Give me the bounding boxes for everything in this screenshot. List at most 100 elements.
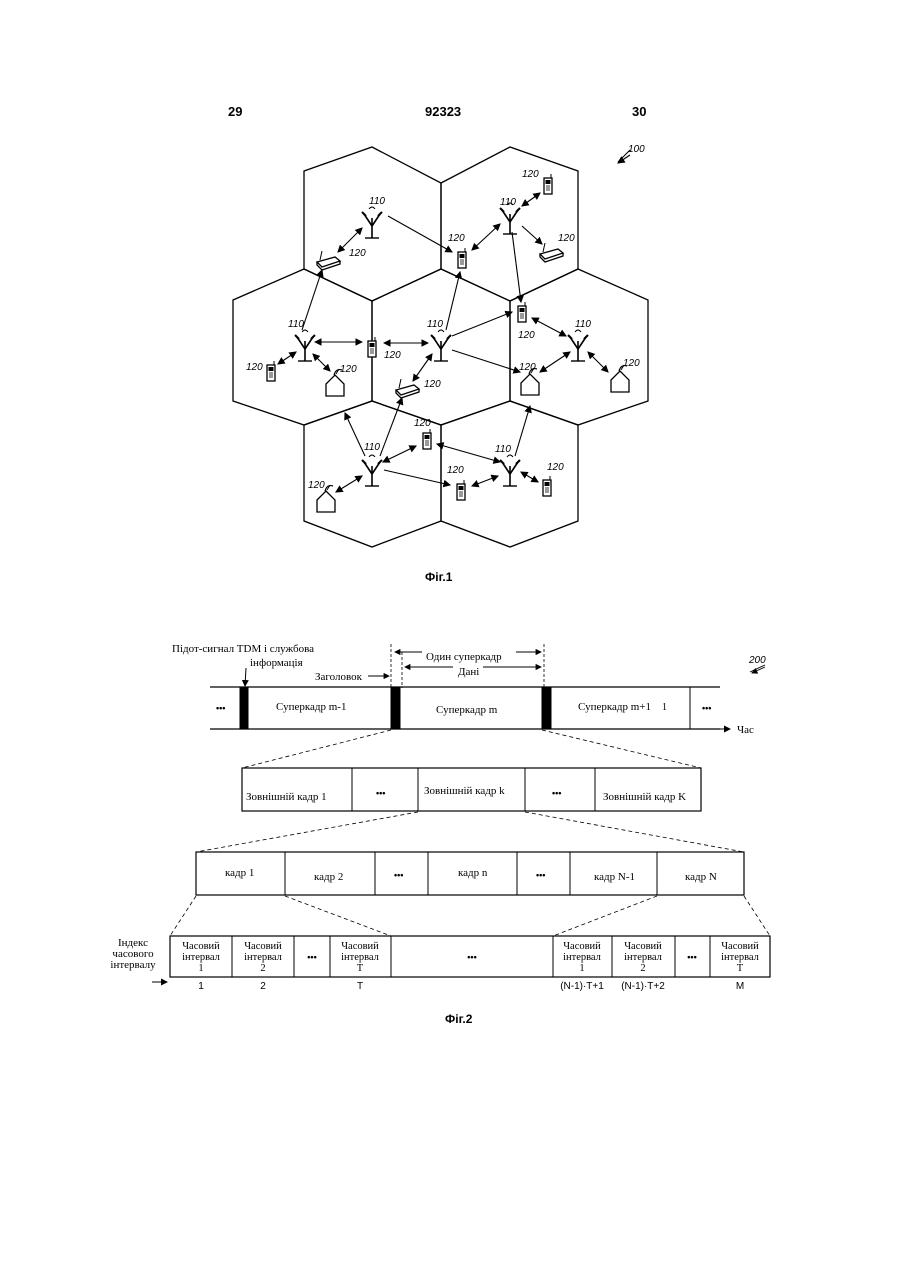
ellipsis: ••• (467, 952, 476, 962)
base-station-110-g (500, 455, 520, 486)
phone-icon (267, 361, 275, 381)
outer-frame-k: Зовнішній кадр k (424, 785, 505, 797)
ref-terminal: 120 (519, 362, 536, 373)
superframe-marker: 1 (662, 702, 667, 713)
slot-number: 1 (198, 963, 203, 974)
ref-terminal: 120 (424, 379, 441, 390)
frame-2: кадр 2 (314, 871, 343, 883)
slot-word1: Часовий (721, 941, 759, 952)
ref-terminal: 120 (340, 364, 357, 375)
ref-terminal: 120 (414, 418, 431, 429)
slot-index: (N-1)·T+2 (621, 981, 665, 992)
ellipsis: ••• (216, 703, 225, 713)
frame-n: кадр n (458, 867, 488, 879)
ref-terminal: 120 (522, 169, 539, 180)
ref-terminal: 120 (308, 480, 325, 491)
ref-terminal: 120 (518, 330, 535, 341)
slot-word1: Часовий (182, 941, 220, 952)
phone-icon (518, 302, 526, 322)
label-one-superframe: Один суперкадр (426, 651, 502, 663)
label-pilot-line2: інформація (250, 657, 303, 669)
frame-N: кадр N (685, 871, 717, 883)
house-icon (611, 365, 629, 392)
label-data: Дані (458, 666, 479, 678)
label-time: Час (737, 724, 754, 736)
figure-1-cellular-network: 100 110 110 110 110 110 110 110 120 120 … (233, 144, 648, 584)
pilot-block (542, 687, 551, 729)
superframe-m: Суперкадр m (436, 704, 498, 716)
ellipsis: ••• (394, 870, 403, 880)
base-station-110-f (362, 455, 382, 486)
phone-icon (458, 248, 466, 268)
ellipsis: ••• (552, 788, 561, 798)
figure-1-caption: Фіг.1 (425, 570, 453, 584)
slot-word2: інтервал (182, 952, 220, 963)
slot-word1: Часовий (624, 941, 662, 952)
ref-frame-structure: 200 (748, 655, 766, 666)
slot-word1: Часовий (341, 941, 379, 952)
pilot-block (240, 687, 248, 729)
ellipsis: ••• (536, 870, 545, 880)
slot-number: 2 (640, 963, 645, 974)
car-icon (317, 251, 340, 270)
ref-base-station: 110 (364, 442, 380, 453)
ref-terminal: 120 (558, 233, 575, 244)
base-station-110-c (295, 330, 315, 361)
ref-network: 100 (628, 144, 645, 155)
ref-terminal: 120 (623, 358, 640, 369)
slot-word2: інтервал (563, 952, 601, 963)
slot-index-label-3: інтервалу (110, 959, 156, 971)
car-icon (540, 243, 563, 262)
outer-frame-1: Зовнішній кадр 1 (246, 791, 327, 803)
ellipsis: ••• (687, 952, 696, 962)
outer-frame-K: Зовнішній кадр K (603, 791, 686, 803)
slot-index: M (736, 981, 744, 992)
slot-number: 2 (260, 963, 265, 974)
ref-base-station: 110 (288, 319, 304, 330)
phone-icon (543, 476, 551, 496)
figure-2-caption: Фіг.2 (445, 1012, 473, 1026)
pilot-block (391, 687, 400, 729)
slot-word2: інтервал (244, 952, 282, 963)
ref-terminal: 120 (349, 248, 366, 259)
ellipsis: ••• (376, 788, 385, 798)
phone-icon (544, 174, 552, 194)
frame-N-1: кадр N-1 (594, 871, 635, 883)
base-station-110-a (362, 207, 382, 238)
ref-terminal: 120 (547, 462, 564, 473)
ref-terminal: 120 (384, 350, 401, 361)
slot-index: 2 (260, 981, 266, 992)
phone-icon (457, 480, 465, 500)
frame-1: кадр 1 (225, 867, 254, 879)
slot-index: T (357, 981, 363, 992)
ref-base-station: 110 (500, 197, 516, 208)
slot-number: T (357, 963, 364, 974)
ref-base-station: 110 (369, 196, 385, 207)
car-icon (396, 379, 419, 398)
slot-word1: Часовий (563, 941, 601, 952)
ellipsis: ••• (702, 703, 711, 713)
slot-word2: інтервал (341, 952, 379, 963)
slot-word1: Часовий (244, 941, 282, 952)
slot-word2: інтервал (721, 952, 759, 963)
ellipsis: ••• (307, 952, 316, 962)
ref-terminal: 120 (246, 362, 263, 373)
phone-icon (423, 429, 431, 449)
base-station-110-e (568, 330, 588, 361)
slot-index: 1 (198, 981, 204, 992)
figure-2-frame-structure: Підот-сигнал TDM і службова інформація О… (110, 643, 770, 1026)
ref-terminal: 120 (447, 465, 464, 476)
slot-word2: інтервал (624, 952, 662, 963)
ref-base-station: 110 (575, 319, 591, 330)
ref-base-station: 110 (495, 444, 511, 455)
slot-index: (N-1)·T+1 (560, 981, 604, 992)
superframe-m-plus-1: Суперкадр m+1 (578, 701, 651, 713)
slot-number: T (737, 963, 744, 974)
superframe-m-1: Суперкадр m-1 (276, 701, 346, 713)
ref-base-station: 110 (427, 319, 443, 330)
base-station-110-d (431, 330, 451, 361)
slot-number: 1 (579, 963, 584, 974)
label-header: Заголовок (315, 671, 363, 683)
ref-terminal: 120 (448, 233, 465, 244)
